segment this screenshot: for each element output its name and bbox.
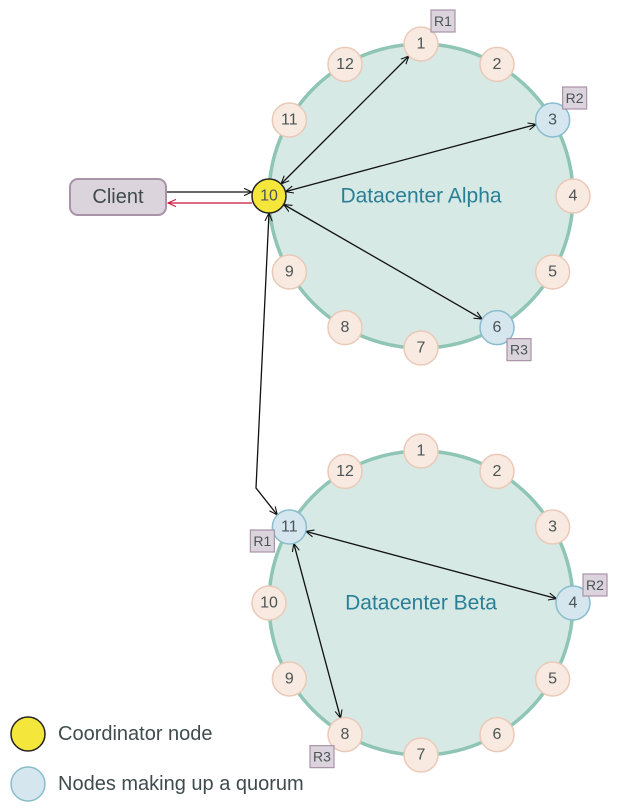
quorum-node-beta-11: 11 [271,509,308,545]
replica-label: R2 [586,577,604,593]
node-alpha-7: 7 [403,330,439,366]
node-label: 7 [417,340,426,357]
node-label: 9 [285,264,294,281]
coordinator-legend-swatch [10,716,46,752]
node-label: 8 [341,319,350,336]
replica-label: R3 [510,342,528,358]
node-label: 6 [493,726,502,743]
node-label: 5 [548,264,557,281]
node-beta-8: 8 [327,716,363,753]
node-beta-1: 1 [403,433,439,469]
node-alpha-12: 12 [327,46,363,83]
coordinator-node-alpha-10: 10 [251,178,287,214]
node-label: 10 [260,188,278,205]
node-alpha-2: 2 [479,46,515,83]
node-alpha-9: 9 [271,254,308,290]
replica-badge-beta-r2: R2 [582,573,608,597]
quorum-node-alpha-6: 6 [479,309,515,346]
node-label: 1 [417,36,426,53]
node-beta-12: 12 [327,453,363,490]
node-beta-7: 7 [403,737,439,773]
node-label: 2 [493,56,502,73]
node-label: 1 [417,443,426,460]
edge-beta-11-to-beta-4 [306,531,557,598]
datacenter-label-beta: Datacenter Beta [345,592,497,615]
client-box: Client [69,178,167,216]
edge-coordinator-to-alpha-3 [285,124,536,191]
replica-badge-beta-r3: R3 [309,745,335,769]
node-beta-6: 6 [479,716,515,753]
replica-badge-alpha-r3: R3 [506,338,532,362]
client-label: Client [92,186,144,208]
node-label: 3 [548,112,557,129]
node-beta-2: 2 [479,453,515,490]
replica-badge-beta-r1: R1 [249,529,275,553]
edge-alpha-10-to-beta-11 [255,213,277,515]
edge-beta-11-to-beta-8 [294,543,341,718]
node-beta-5: 5 [534,661,571,697]
node-label: 4 [569,595,578,612]
quorum-legend-swatch [10,766,46,802]
node-label: 4 [569,188,578,205]
node-label: 12 [336,463,354,480]
legend: Coordinator node Nodes making up a quoru… [10,716,304,802]
replica-badge-alpha-r1: R1 [430,9,456,33]
quorum-node-beta-4: 4 [555,585,591,621]
node-beta-9: 9 [271,661,308,697]
node-label: 12 [336,56,354,73]
node-beta-3: 3 [534,509,571,545]
node-label: 8 [341,726,350,743]
node-label: 11 [281,519,298,536]
legend-quorum-label: Nodes making up a quorum [58,773,304,795]
datacenter-label-alpha: Datacenter Alpha [340,185,501,208]
edge-coordinator-to-alpha-6 [284,205,483,320]
quorum-node-alpha-3: 3 [534,102,571,138]
node-label: 10 [260,595,278,612]
replica-label: R2 [566,90,584,106]
node-alpha-11: 11 [271,102,308,138]
node-label: 2 [493,463,502,480]
node-label: 7 [417,747,426,764]
replica-badge-alpha-r2: R2 [562,86,588,110]
legend-coordinator-label: Coordinator node [58,723,213,745]
node-label: 6 [493,319,502,336]
node-label: 5 [548,671,557,688]
node-label: 11 [281,112,298,129]
replica-label: R1 [434,13,452,29]
node-beta-10: 10 [251,585,287,621]
node-alpha-4: 4 [555,178,591,214]
replica-label: R1 [253,533,271,549]
node-label: 3 [548,519,557,536]
node-alpha-5: 5 [534,254,571,290]
node-alpha-1: 1 [403,26,439,62]
replica-label: R3 [313,749,331,765]
node-label: 9 [285,671,294,688]
node-alpha-8: 8 [327,309,363,346]
